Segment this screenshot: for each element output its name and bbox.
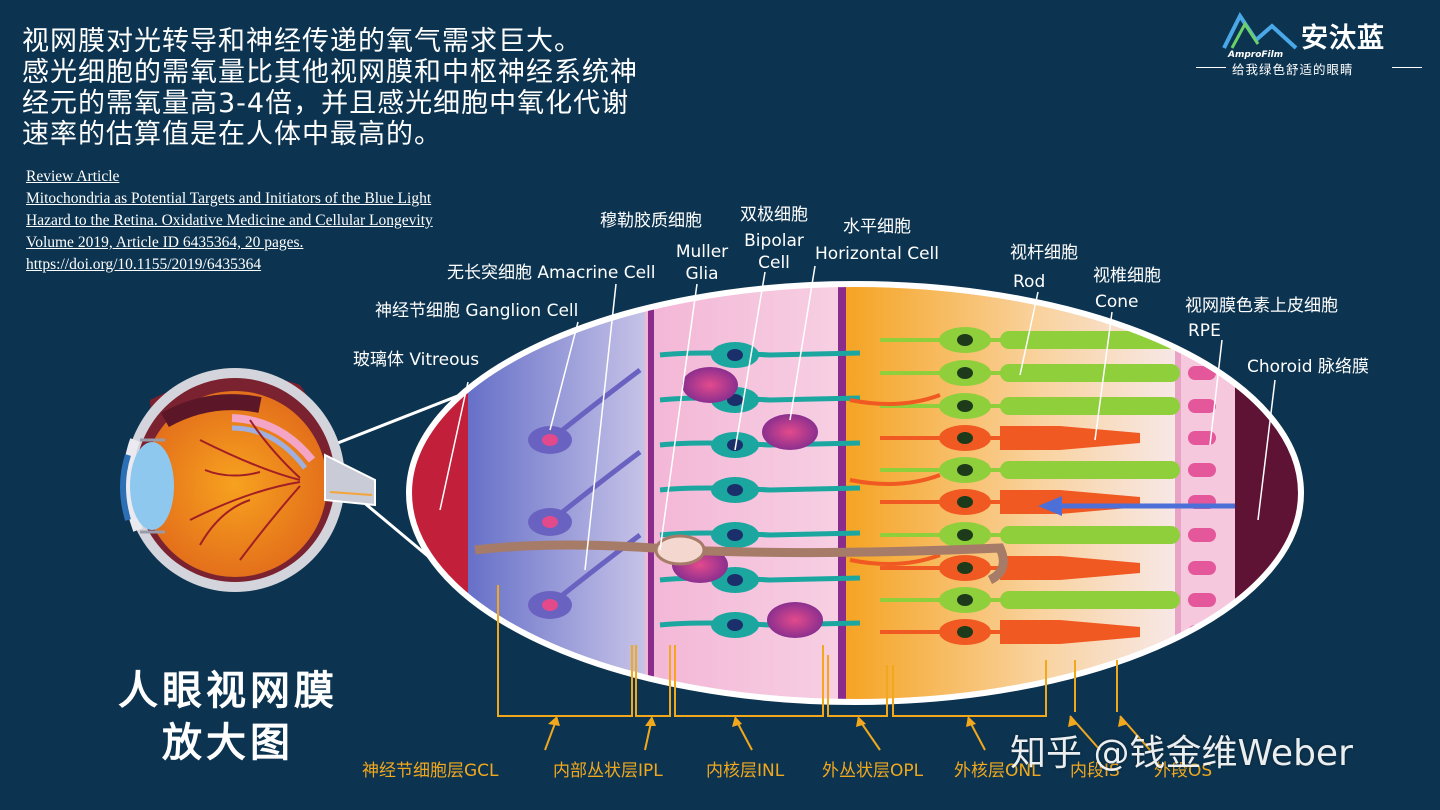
nucleus-dot	[727, 574, 743, 586]
reference-type[interactable]: Review Article	[26, 166, 433, 188]
intro-line-3: 经元的需氧量高3-4倍，并且感光细胞中氧化代谢	[22, 88, 742, 119]
logo-divider-right	[1392, 67, 1422, 68]
nucleus-dot	[727, 484, 743, 496]
intro-line-1: 视网膜对光转导和神经传递的氧气需求巨大。	[22, 26, 742, 57]
label-muller-cn: 穆勒胶质细胞	[600, 211, 702, 231]
layer-ipl: 内部丛状层IPL	[553, 756, 663, 781]
label-cone-cn: 视椎细胞	[1093, 266, 1161, 286]
nucleus-dot	[957, 496, 973, 508]
bipolar-process	[660, 443, 860, 445]
rpe-cell	[1188, 528, 1216, 542]
eye-cross-section	[123, 368, 375, 592]
nucleus-dot	[542, 599, 558, 611]
label-muller-en-1: Muller	[672, 242, 732, 262]
reference-volume[interactable]: Volume 2019, Article ID 6435364, 20 page…	[26, 232, 433, 254]
rod-segment	[1000, 397, 1180, 415]
layer-opl: 外丛状层OPL	[822, 756, 923, 781]
rod-segment	[1000, 591, 1180, 609]
nucleus-dot	[957, 400, 973, 412]
brand-logo: 安汰蓝 AmproFilm 给我绿色舒适的眼睛	[1196, 14, 1426, 80]
label-choroid: Choroid 脉络膜	[1247, 357, 1369, 377]
label-rod-cn: 视杆细胞	[1010, 243, 1078, 263]
label-ganglion-cell: 神经节细胞 Ganglion Cell	[375, 301, 578, 321]
nucleus-dot	[957, 432, 973, 444]
amacrine-cell	[767, 602, 823, 638]
logo-divider-left	[1196, 67, 1226, 68]
label-rpe-cn: 视网膜色素上皮细胞	[1185, 296, 1338, 316]
layer-inl: 内核层INL	[706, 756, 784, 781]
nucleus-dot	[957, 562, 973, 574]
bipolar-process	[660, 398, 860, 400]
caption-line-1: 人眼视网膜	[98, 665, 358, 717]
label-bipolar-cn: 双极细胞	[740, 205, 808, 225]
rpe-cell	[1188, 399, 1216, 413]
layer-gcl: 神经节细胞层GCL	[362, 756, 499, 781]
nucleus-dot	[957, 464, 973, 476]
nucleus-dot	[957, 334, 973, 346]
rpe-cell	[1188, 463, 1216, 477]
nucleus-dot	[957, 529, 973, 541]
reference-title-2[interactable]: Hazard to the Retina. Oxidative Medicine…	[26, 210, 433, 232]
reference-citation: Review Article Mitochondria as Potential…	[26, 166, 433, 276]
rod-segment	[1000, 526, 1180, 544]
caption-line-2: 放大图	[98, 717, 358, 769]
nucleus-dot	[542, 434, 558, 446]
label-horizontal-en: Horizontal Cell	[815, 244, 939, 264]
watermark: 知乎 @钱金维Weber	[1010, 724, 1353, 776]
label-cone-en: Cone	[1095, 292, 1139, 312]
intro-line-4: 速率的估算值是在人体中最高的。	[22, 119, 742, 150]
rod-segment	[1000, 461, 1180, 479]
label-vitreous: 玻璃体 Vitreous	[353, 350, 479, 370]
bipolar-process	[660, 623, 860, 625]
retina-magnified	[400, 270, 1315, 720]
nucleus-dot	[727, 619, 743, 631]
nucleus-dot	[542, 516, 558, 528]
amacrine-cell	[682, 367, 738, 403]
bipolar-process	[660, 353, 860, 355]
label-amacrine-cell: 无长突细胞 Amacrine Cell	[447, 263, 655, 283]
label-horizontal-cn: 水平细胞	[843, 217, 911, 237]
label-rpe-en: RPE	[1188, 321, 1221, 341]
bipolar-process	[660, 533, 860, 535]
intro-text: 视网膜对光转导和神经传递的氧气需求巨大。 感光细胞的需氧量比其他视网膜和中枢神经…	[22, 26, 742, 150]
diagram-caption: 人眼视网膜 放大图	[98, 665, 358, 769]
reference-title-1[interactable]: Mitochondria as Potential Targets and In…	[26, 188, 433, 210]
label-bipolar-en-2: Cell	[742, 253, 806, 273]
label-muller-en-2: Glia	[672, 264, 732, 284]
intro-line-2: 感光细胞的需氧量比其他视网膜和中枢神经系统神	[22, 57, 742, 88]
rpe-cell	[1188, 593, 1216, 607]
nucleus-dot	[957, 626, 973, 638]
nucleus-dot	[957, 367, 973, 379]
label-bipolar-en-1: Bipolar	[742, 231, 806, 251]
logo-brand-name: 安汰蓝	[1301, 16, 1385, 55]
logo-slogan: 给我绿色舒适的眼睛	[1232, 59, 1354, 78]
label-rod-en: Rod	[1013, 272, 1045, 292]
nucleus-dot	[727, 349, 743, 361]
rpe-cell	[1188, 561, 1216, 575]
rod-segment	[1000, 364, 1180, 382]
nucleus-dot	[957, 594, 973, 606]
nucleus-dot	[727, 529, 743, 541]
reference-doi-link[interactable]: https://doi.org/10.1155/2019/6435364	[26, 254, 433, 276]
bipolar-process	[660, 488, 860, 490]
